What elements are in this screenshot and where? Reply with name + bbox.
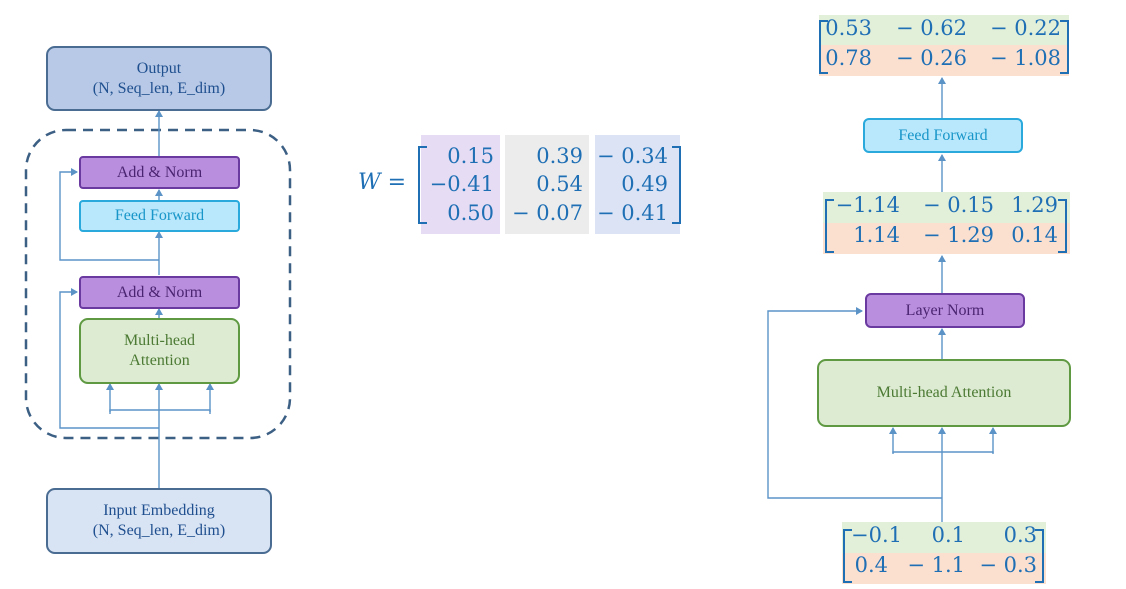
w-cell: 0.54 [536,172,583,196]
out-cell: − 0.22 [989,16,1061,40]
feed-forward-box-left: Feed Forward [79,200,240,232]
weight-right-bracket [672,146,681,224]
output-right-bracket [1060,20,1069,74]
weight-col-1-bg [421,135,500,234]
layer-norm-box: Layer Norm [865,293,1025,328]
weight-matrix-label: W = [358,170,406,195]
input-embedding-box: Input Embedding (N, Seq_len, E_dim) [46,488,272,554]
norm-cell: 1.14 [853,223,900,247]
input-title: Input Embedding [103,502,215,519]
multi-head-attention-box-right: Multi-head Attention [817,359,1071,427]
output-box: Output (N, Seq_len, E_dim) [46,46,272,111]
out-cell: 0.53 [825,16,872,40]
encoder-block-outline [24,128,292,440]
output-row-1-bg [819,15,1069,45]
in-cell: 0.1 [931,523,965,547]
w-cell: − 0.34 [596,144,668,168]
norm-right-bracket [1058,199,1067,253]
feed-forward-label-left: Feed Forward [114,207,205,224]
norm-row-1-bg [823,192,1070,223]
norm-cell: − 0.15 [922,193,994,217]
weight-col-3-bg [595,135,680,234]
add-norm-top-label: Add & Norm [116,163,203,181]
w-cell: 0.49 [621,172,668,196]
add-norm-bottom-box: Add & Norm [79,276,240,309]
norm-cell: 1.29 [1011,193,1058,217]
in-cell: 0.4 [854,553,888,577]
input-left-bracket [843,529,852,583]
multi-head-attention-box-left: Multi-head Attention [79,318,240,384]
in-cell: − 0.3 [979,553,1037,577]
add-norm-bottom-label: Add & Norm [116,283,203,301]
equals-sign: = [387,170,407,195]
output-title: Output [136,59,182,77]
out-cell: − 0.62 [895,16,967,40]
w-cell: −0.41 [429,172,494,196]
w-cell: 0.39 [536,144,583,168]
input-row-1-bg [842,522,1046,553]
feed-forward-label-right: Feed Forward [898,126,988,144]
feed-forward-box-right: Feed Forward [863,118,1023,153]
output-shape: (N, Seq_len, E_dim) [92,79,226,97]
mha-line2: Attention [129,352,190,369]
output-row-2-bg [819,45,1069,76]
weight-col-2-bg [505,135,589,234]
out-cell: 0.78 [825,46,872,70]
w-cell: − 0.07 [511,201,583,225]
w-cell: 0.15 [447,144,494,168]
output-left-bracket [819,20,828,74]
weight-left-bracket [418,146,427,224]
mha-line1: Multi-head [123,332,196,349]
out-cell: − 1.08 [989,46,1061,70]
norm-row-2-bg [823,223,1070,254]
add-norm-top-box: Add & Norm [79,156,240,189]
input-row-2-bg [842,553,1046,584]
input-right-bracket [1035,529,1044,583]
w-cell: − 0.41 [596,201,668,225]
weight-symbol: W [358,170,381,195]
input-shape: (N, Seq_len, E_dim) [92,522,226,539]
in-cell: −0.1 [851,523,902,547]
out-cell: − 0.26 [895,46,967,70]
norm-cell: −1.14 [835,193,900,217]
layer-norm-label: Layer Norm [905,301,985,319]
in-cell: 0.3 [1003,523,1037,547]
w-cell: 0.50 [447,201,494,225]
in-cell: − 1.1 [907,553,965,577]
mha-right-label: Multi-head Attention [876,384,1012,401]
norm-cell: 0.14 [1011,223,1058,247]
norm-cell: − 1.29 [922,223,994,247]
norm-left-bracket [825,199,834,253]
